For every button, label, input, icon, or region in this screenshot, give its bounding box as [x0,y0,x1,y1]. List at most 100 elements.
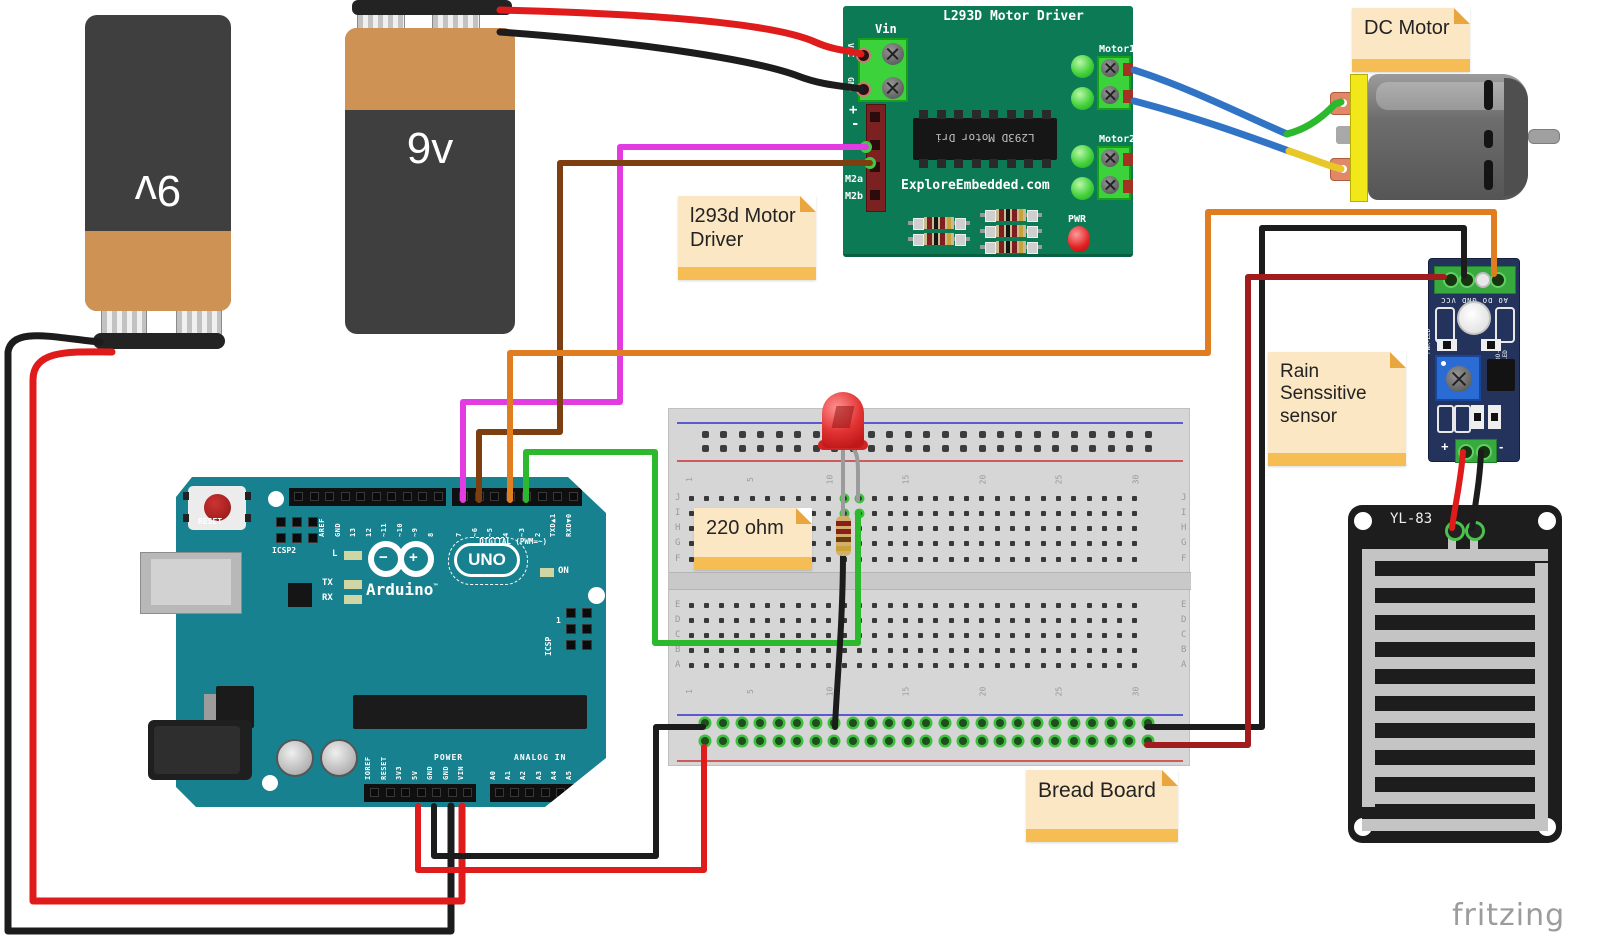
breadboard-hole [780,617,786,623]
pin-label: 8 [426,532,435,537]
breadboard-hole [1071,525,1077,531]
rail-line-blue [677,422,1183,424]
pin-label: ~6 [470,527,479,537]
analog-caption: ANALOG IN [514,753,567,762]
breadboard-hole [933,632,939,638]
probe-plus-pin [1458,444,1474,460]
header-socket [870,112,880,122]
pin-label: 4 [502,532,511,537]
breadboard-hole [964,540,970,546]
breadboard-hole [923,445,931,452]
breadboard-hole [841,556,847,562]
breadboard-hole [1025,602,1031,608]
breadboard-hole [902,495,908,501]
pin-label: RXD▼0 [564,513,573,537]
digital-pin [294,492,303,501]
breadboard-hole [1025,632,1031,638]
breadboard-hole [964,662,970,668]
breadboard-hole [1055,540,1061,546]
resistor-220 [836,516,851,556]
led-rx-label: RX [322,593,333,603]
breadboard-hole [856,647,862,653]
led-tx-label: TX [322,578,333,588]
plus-label: + [1441,439,1449,454]
usb-port [140,552,242,614]
breadboard-hole [903,719,912,727]
breadboard-hole [774,719,783,727]
breadboard-row-letter: B [675,645,681,655]
terminal-screw [882,43,904,65]
breadboard-hole [948,556,954,562]
breadboard-row-letter: J [675,493,681,503]
smd-outline [1454,405,1471,433]
breadboard-hole [994,602,1000,608]
breadboard-hole [1117,617,1123,623]
breadboard-hole [964,617,970,623]
breadboard-hole [977,737,986,745]
breadboard-hole [765,602,771,608]
breadboard-hole [959,719,968,727]
breadboard-hole [780,602,786,608]
note-text: DC Motor [1364,17,1450,39]
pin-label: GND [333,522,342,537]
breadboard-hole [775,431,783,438]
breadboard-col-number: 25 [1054,686,1064,697]
ic-pin [1006,159,1016,168]
smd-outline [1437,405,1454,433]
breadboard-hole [703,495,709,501]
breadboard-hole [948,632,954,638]
breadboard-hole [1055,632,1061,638]
breadboard-hole [1117,556,1123,562]
breadboard-hole [1071,647,1077,653]
capacitor [276,739,314,777]
header-socket [870,162,880,172]
analog-pin [571,788,580,797]
breadboard-hole [841,647,847,653]
battery-body: 9v [345,28,515,334]
breadboard-row-letter: E [675,600,681,610]
analog-pin [540,788,550,797]
motor-vent [1484,130,1493,148]
icsp2-label: ICSP2 [272,546,297,555]
breadboard-hole [1055,510,1061,516]
breadboard-hole [810,602,816,608]
wire-motor-blue2 [1130,97,1293,155]
breadboard-hole [1040,525,1046,531]
breadboard-hole [688,556,694,562]
breadboard-hole [1070,445,1078,452]
breadboard-hole [826,617,832,623]
breadboard-hole [1086,662,1092,668]
breadboard-hole [979,525,985,531]
breadboard-hole [1071,556,1077,562]
breadboard-hole [1014,719,1023,727]
breadboard-hole [719,632,725,638]
breadboard-hole [960,445,968,452]
breadboard-hole [1132,602,1138,608]
breadboard-hole [964,495,970,501]
digital-pin [490,492,500,501]
battery-cap [93,333,225,349]
led-l-label: L [332,549,338,559]
logo-minus: − [379,549,388,566]
breadboard-hole [775,445,783,452]
arduino-brand: Arduino™ [366,580,438,599]
on-led [540,568,554,577]
breadboard-hole [1132,495,1138,501]
breadboard-hole [1010,525,1015,531]
grid-bus-left [1362,549,1375,807]
center-divider [669,572,1191,590]
breadboard-hole [1126,431,1134,438]
terminal-hole [1339,165,1347,173]
breadboard-hole [794,431,802,438]
breadboard-hole [964,632,970,638]
breadboard-hole [977,719,986,727]
driver-resistor [980,241,1042,254]
breadboard-hole [757,445,765,452]
breadboard-col-number: 1 [684,689,694,694]
breadboard-hole [719,737,728,745]
ic-pin [1024,110,1033,119]
breadboard-hole [1086,510,1092,516]
breadboard-hole [933,510,939,516]
digital-header-right [452,488,582,506]
breadboard-hole [1040,632,1046,638]
